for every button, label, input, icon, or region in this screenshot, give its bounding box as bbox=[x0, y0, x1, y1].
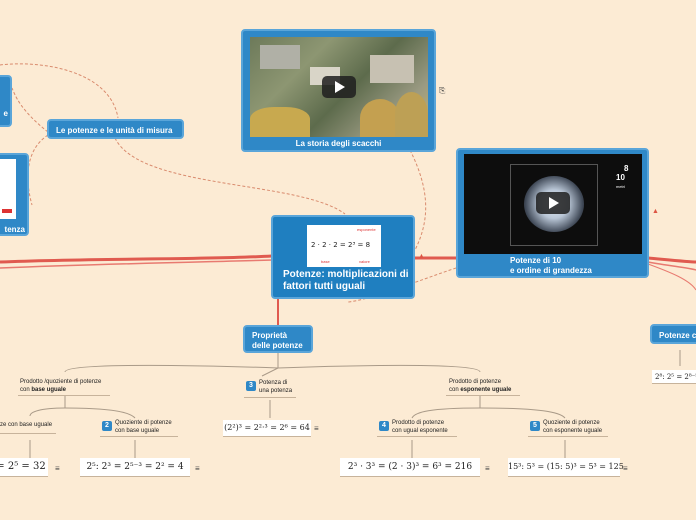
formula-left-cut: = 2⁵ = 32 bbox=[0, 458, 48, 477]
subtopic-quot-same-base-line2: con base uguale bbox=[115, 428, 160, 434]
underline bbox=[377, 436, 457, 437]
number-badge-2: 2 bbox=[102, 421, 112, 431]
node-right-cut-label: Potenze c bbox=[659, 331, 696, 340]
node-powers10-label-line1: Potenze di 10 bbox=[510, 256, 562, 265]
underline bbox=[528, 436, 608, 437]
formula-quotient-exp: 15³: 5³ = (15: 5)³ = 5³ = 125 bbox=[508, 458, 624, 477]
video-overlay-8: 8 bbox=[624, 164, 629, 173]
central-formula-text: 2 · 2 · 2 = 2³ = 8 bbox=[311, 241, 371, 249]
warning-icon: ▲ bbox=[418, 253, 425, 260]
formula-right-cut: 2⁸: 2⁵ = 2⁸⁻⁵ bbox=[652, 370, 696, 384]
left-node-top-label: e bbox=[3, 109, 8, 118]
node-units[interactable]: Le potenze e le unità di misura bbox=[47, 119, 184, 139]
subtopic-prod-quot-line1: Prodotto /quoziente di potenze bbox=[20, 379, 102, 385]
subtopic-n4-line2: con ugual esponente bbox=[392, 428, 448, 434]
subtopic-prod-same-exp-line1: Prodotto di potenze bbox=[449, 379, 502, 385]
formula-product-exp: 2³ · 3³ = (2 · 3)³ = 6³ = 216 bbox=[340, 458, 480, 477]
play-icon[interactable] bbox=[536, 192, 570, 214]
subtopic-prod-same-exp-pre: con bbox=[449, 387, 461, 393]
subtopic-quot-same-base[interactable]: 2 Quoziente di potenze con base uguale bbox=[102, 419, 172, 435]
subtopic-prod-quot-base[interactable]: Prodotto /quoziente di potenze con base … bbox=[20, 378, 101, 394]
node-powers10-label-line2: e ordine di grandezza bbox=[510, 266, 592, 275]
formula-quotient-base: 2⁵: 2³ = 2⁵⁻³ = 2² = 4 bbox=[80, 458, 190, 477]
warning-icon: ▲ bbox=[652, 208, 659, 215]
number-badge-3: 3 bbox=[246, 381, 256, 391]
underline bbox=[100, 436, 178, 437]
note-icon[interactable]: ≡ bbox=[55, 464, 60, 473]
play-icon[interactable] bbox=[322, 76, 356, 98]
node-units-label: Le potenze e le unità di misura bbox=[56, 126, 173, 135]
node-central-title: Potenze: moltiplicazioni di fattori tutt… bbox=[283, 269, 409, 292]
note-icon[interactable]: ≡ bbox=[623, 464, 628, 473]
underline bbox=[0, 433, 56, 434]
underline bbox=[244, 397, 296, 398]
video-overlay-10: 10 bbox=[616, 173, 625, 182]
subtopic-prod-quot-pre: con bbox=[20, 387, 32, 393]
node-properties[interactable]: Proprietà delle potenze bbox=[243, 325, 313, 353]
video-overlay-unit: metri bbox=[616, 184, 625, 189]
formula-power-of-power: (2²)³ = 2²·³ = 2⁶ = 64 bbox=[223, 420, 311, 437]
left-node-top[interactable]: e bbox=[0, 75, 12, 127]
subtopic-power-of-power-line1: Potenza di bbox=[259, 380, 288, 386]
number-badge-5: 5 bbox=[530, 421, 540, 431]
formula-label-value: valore bbox=[359, 259, 370, 264]
subtopic-prod-same-exp[interactable]: Prodotto di potenze con esponente uguale bbox=[449, 378, 511, 394]
left-node-bottom[interactable]: tenza bbox=[0, 153, 29, 236]
formula-label-exponent: esponente bbox=[357, 227, 376, 232]
note-icon[interactable]: ≡ bbox=[195, 464, 200, 473]
node-central[interactable]: esponente 2 · 2 · 2 = 2³ = 8 base valore… bbox=[271, 215, 415, 299]
note-icon[interactable]: ≡ bbox=[314, 424, 319, 433]
formula-label-base: base bbox=[321, 259, 330, 264]
subtopic-prod-same-exp-bold: esponente uguale bbox=[460, 387, 512, 393]
subtopic-n4[interactable]: 4 Prodotto di potenze con ugual esponent… bbox=[379, 419, 448, 435]
subtopic-prod-same-base-cut[interactable]: ze con base uguale bbox=[0, 421, 52, 429]
node-story-video[interactable]: La storia degli scacchi bbox=[241, 29, 436, 152]
subtopic-prod-quot-line2: con base uguale bbox=[20, 386, 101, 394]
node-right-cut[interactable]: Potenze c bbox=[650, 324, 696, 344]
node-powers10-video[interactable]: 8 10 metri Potenze di 10 e ordine di gra… bbox=[456, 148, 649, 278]
subtopic-power-of-power-line2: una potenza bbox=[259, 388, 293, 394]
left-node-bottom-label: tenza bbox=[4, 225, 25, 234]
video-thumbnail-space[interactable]: 8 10 metri bbox=[464, 154, 642, 254]
subtopic-n5[interactable]: 5 Quoziente di potenze con esponente ugu… bbox=[530, 419, 602, 435]
attachment-icon[interactable]: ⎘ bbox=[439, 86, 446, 95]
central-formula-image: esponente 2 · 2 · 2 = 2³ = 8 base valore bbox=[307, 225, 381, 267]
subtopic-prod-same-base-label: ze con base uguale bbox=[0, 422, 53, 428]
subtopic-n5-line1: Quoziente di potenze bbox=[543, 420, 600, 426]
subtopic-prod-same-exp-line2: con esponente uguale bbox=[449, 386, 511, 394]
node-properties-line2: delle potenze bbox=[252, 341, 303, 350]
subtopic-n4-line1: Prodotto di potenze bbox=[392, 420, 445, 426]
node-properties-line1: Proprietà bbox=[252, 331, 288, 340]
subtopic-quot-same-base-line1: Quoziente di potenze bbox=[115, 420, 172, 426]
subtopic-n5-line2: con esponente uguale bbox=[543, 428, 603, 434]
left-node-thumbnail bbox=[0, 159, 16, 219]
note-icon[interactable]: ≡ bbox=[485, 464, 490, 473]
underline bbox=[18, 395, 110, 396]
video-thumbnail-aerial[interactable] bbox=[250, 37, 428, 137]
subtopic-power-of-power[interactable]: 3 Potenza di una potenza bbox=[246, 379, 292, 395]
node-story-video-label: La storia degli scacchi bbox=[295, 139, 382, 148]
subtopic-prod-quot-bold: base uguale bbox=[31, 387, 67, 393]
underline bbox=[446, 395, 520, 396]
number-badge-4: 4 bbox=[379, 421, 389, 431]
